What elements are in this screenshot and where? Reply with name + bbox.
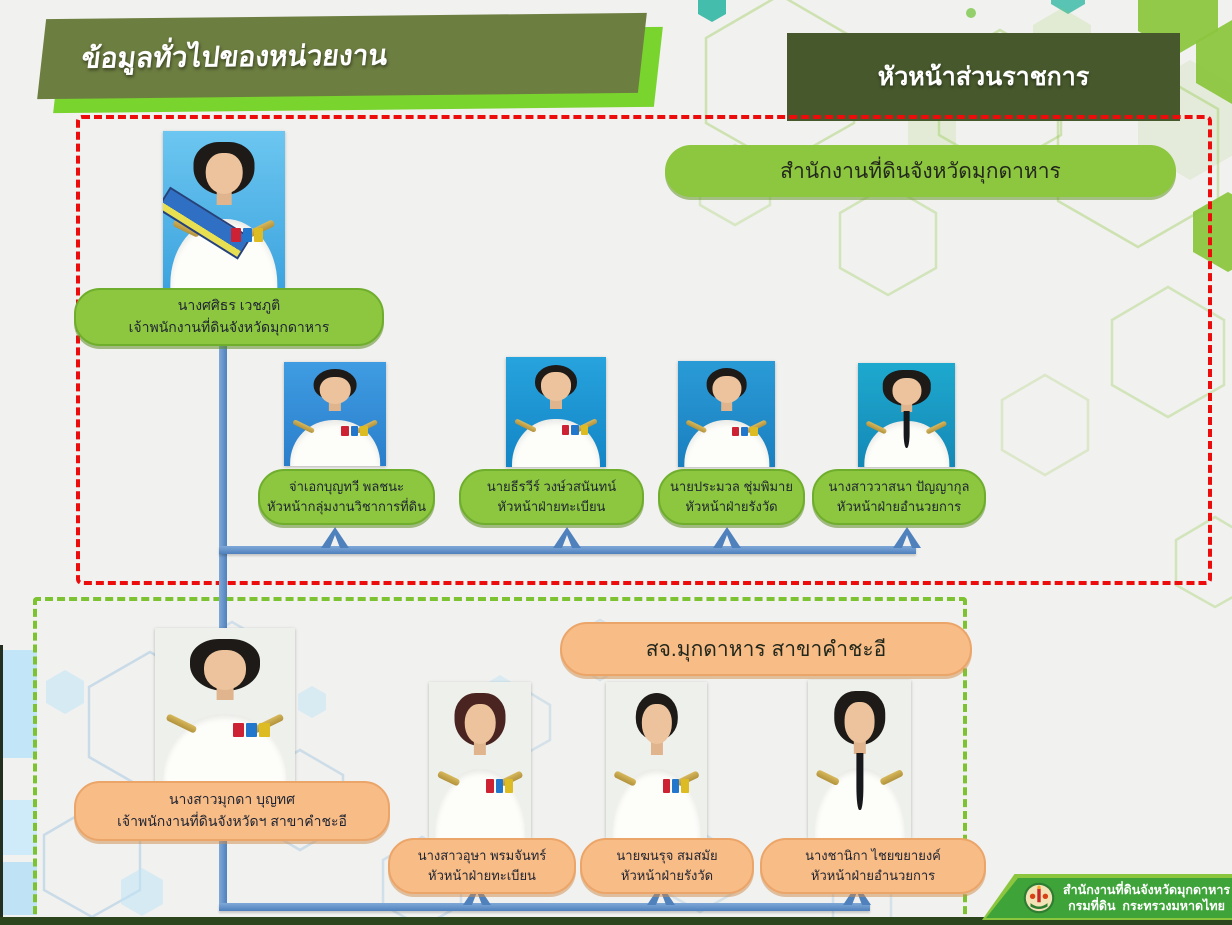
- portrait-neck: [550, 397, 562, 409]
- portrait-face: [541, 372, 571, 401]
- connector-horizontal-line-top: [219, 546, 916, 554]
- portrait-neck: [900, 401, 913, 412]
- portrait-face: [641, 703, 672, 745]
- person-name: นายประมวล ชุ่มพิมาย: [670, 478, 793, 494]
- left-edge-strip: [0, 645, 3, 917]
- portrait-face: [891, 377, 922, 405]
- connector-vertical-line: [219, 341, 227, 909]
- person-name: นางสาวมุกดา บุญทศ: [168, 791, 295, 808]
- person-name: นางศศิธร เวชภูติ: [177, 297, 281, 314]
- title-banner: ข้อมูลทั่วไปของหน่วยงาน: [37, 12, 647, 100]
- right-banner-label: หัวหน้าส่วนราชการ: [877, 63, 1090, 91]
- left-blue-block: [3, 650, 37, 758]
- person-role: เจ้าพนักงานที่ดินจังหวัดมุกดาหาร: [128, 319, 330, 335]
- person-label-head-branch: นางสาวมุกดา บุญทศ เจ้าพนักงานที่ดินจังหว…: [74, 781, 390, 841]
- right-banner: หัวหน้าส่วนราชการ: [787, 33, 1180, 121]
- page-title: ข้อมูลทั่วไปของหน่วยงาน: [79, 39, 390, 74]
- person-label: นางชานิกา ไชยขยายงค์ หัวหน้าฝ่ายอำนวยการ: [760, 838, 986, 894]
- section-title-provincial-office: สำนักงานที่ดินจังหวัดมุกดาหาร: [665, 145, 1176, 197]
- portrait-photo-head-branch: [155, 628, 295, 782]
- person-label-head-provincial: นางศศิธร เวชภูติ เจ้าพนักงานที่ดินจังหวั…: [74, 288, 384, 346]
- person-name: นายธีรวีร์ วงษ์วสนันทน์: [486, 478, 617, 494]
- portrait-medals: [662, 778, 689, 793]
- portrait-medals: [562, 425, 588, 436]
- person-name: นางชานิกา ไชยขยายงค์: [805, 847, 941, 863]
- portrait-medals: [231, 228, 264, 243]
- section-title-label: สำนักงานที่ดินจังหวัดมุกดาหาร: [780, 159, 1061, 183]
- footer-text: สำนักงานที่ดินจังหวัดมุกดาหาร กรมที่ดิน …: [1063, 882, 1230, 915]
- portrait-medals: [732, 426, 758, 437]
- portrait-photo-head-provincial: [163, 131, 285, 288]
- connector-horizontal-line-bottom: [219, 903, 870, 911]
- department-of-lands-seal-icon: [1023, 882, 1055, 914]
- person-name: นางสาววาสนา ปัญญากุล: [828, 478, 970, 494]
- person-name: จ่าเอกบุญทวี พลชนะ: [288, 478, 405, 494]
- person-label: จ่าเอกบุญทวี พลชนะ หัวหน้ากลุ่มงานวิชากา…: [258, 469, 435, 525]
- left-blue-block: [3, 862, 37, 915]
- person-role: หัวหน้าฝ่ายอำนวยการ: [836, 499, 962, 514]
- portrait-medals: [486, 778, 513, 793]
- person-name: นางสาวอุษา พรมจันทร์: [417, 847, 547, 863]
- section-title-label: สจ.มุกดาหาร สาขาคำชะอี: [645, 637, 887, 661]
- portrait-tie: [903, 410, 910, 449]
- left-blue-block: [3, 800, 37, 855]
- person-label: นายธีรวีร์ วงษ์วสนันทน์ หัวหน้าฝ่ายทะเบี…: [459, 469, 644, 525]
- footer-banner: สำนักงานที่ดินจังหวัดมุกดาหาร กรมที่ดิน …: [986, 878, 1232, 918]
- person-role: หัวหน้าฝ่ายรังวัด: [685, 499, 778, 514]
- portrait-face: [844, 702, 875, 744]
- portrait-photo-member: [429, 682, 531, 838]
- portrait-photo-member: [506, 357, 606, 467]
- person-role: เจ้าพนักงานที่ดินจังหวัดฯ สาขาคำชะอี: [117, 813, 347, 829]
- portrait-face: [711, 375, 742, 404]
- portrait-photo-member: [858, 363, 955, 467]
- portrait-photo-member: [284, 362, 386, 466]
- portrait-face: [464, 703, 496, 745]
- portrait-medals: [233, 723, 270, 738]
- portrait-neck: [328, 400, 342, 411]
- person-role: หัวหน้าฝ่ายทะเบียน: [428, 868, 536, 883]
- person-label: นางสาวอุษา พรมจันทร์ หัวหน้าฝ่ายทะเบียน: [388, 838, 576, 894]
- person-role: หัวหน้ากลุ่มงานวิชาการที่ดิน: [266, 499, 427, 514]
- footer-line2: กรมที่ดิน กระทรวงมหาดไทย: [1068, 899, 1225, 913]
- person-label: นายฆนรุจ สมสมัย หัวหน้าฝ่ายรังวัด: [580, 838, 754, 894]
- portrait-face: [204, 649, 246, 690]
- portrait-medals: [341, 426, 368, 436]
- portrait-photo-member: [678, 361, 775, 467]
- portrait-photo-member: [606, 682, 707, 838]
- portrait-tie: [855, 752, 864, 810]
- person-role: หัวหน้าฝ่ายอำนวยการ: [810, 868, 936, 883]
- portrait-neck: [720, 400, 733, 411]
- person-role: หัวหน้าฝ่ายทะเบียน: [497, 499, 606, 514]
- portrait-photo-member: [808, 680, 911, 838]
- provincial-office-section-box: [76, 115, 1212, 585]
- portrait-face: [205, 152, 243, 194]
- section-title-branch-office: สจ.มุกดาหาร สาขาคำชะอี: [560, 622, 972, 676]
- person-name: นายฆนรุจ สมสมัย: [616, 847, 718, 863]
- person-label: นางสาววาสนา ปัญญากุล หัวหน้าฝ่ายอำนวยการ: [812, 469, 986, 525]
- portrait-face: [319, 376, 351, 404]
- footer-line1: สำนักงานที่ดินจังหวัดมุกดาหาร: [1063, 882, 1231, 897]
- person-role: หัวหน้าฝ่ายรังวัด: [620, 868, 714, 883]
- bottom-bar: [0, 917, 1232, 925]
- person-label: นายประมวล ชุ่มพิมาย หัวหน้าฝ่ายรังวัด: [658, 469, 805, 525]
